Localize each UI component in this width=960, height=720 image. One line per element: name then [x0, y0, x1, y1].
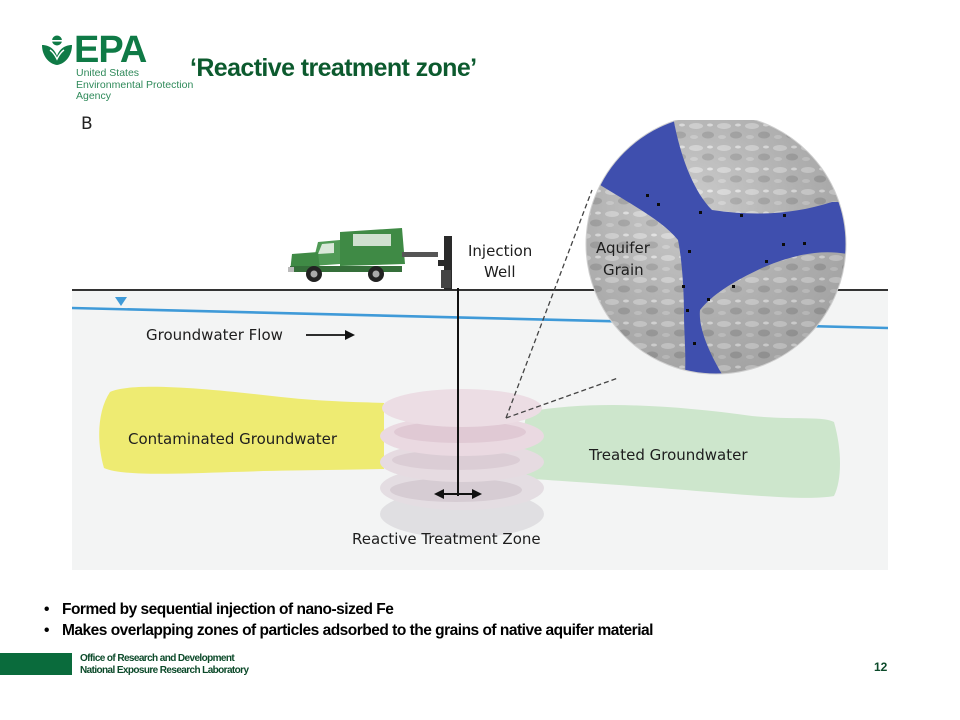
- injection-well-label-line2: Well: [484, 263, 516, 281]
- water-table-icon: [115, 297, 127, 306]
- reactive-treatment-zone-label: Reactive Treatment Zone: [352, 530, 541, 548]
- flow-arrow-icon: [306, 330, 355, 340]
- bullet-list: • Formed by sequential injection of nano-…: [44, 599, 653, 641]
- aquifer-grain-label-line1: Aquifer: [596, 239, 651, 257]
- truck-icon: [288, 228, 438, 282]
- treated-groundwater-label: Treated Groundwater: [588, 446, 748, 464]
- zoom-line-upper: [505, 189, 593, 419]
- magnified-aquifer-view: [586, 120, 846, 374]
- bullet-text: Makes overlapping zones of particles ads…: [62, 622, 653, 639]
- treated-plume: [522, 405, 840, 498]
- slide-title: ‘Reactive treatment zone’: [190, 54, 477, 82]
- panel-label: B: [81, 114, 93, 134]
- reactive-zone-diagram: Groundwater Flow Contaminated Groundwate…: [72, 120, 888, 570]
- injection-well: [438, 236, 459, 496]
- contaminated-groundwater-label: Contaminated Groundwater: [128, 430, 338, 448]
- footer-org-line1: Office of Research and Development: [80, 653, 235, 664]
- bullet-item: • Formed by sequential injection of nano-…: [44, 599, 653, 620]
- contaminated-plume: [99, 386, 384, 474]
- agency-name: United States Environmental Protection A…: [76, 67, 194, 102]
- epa-flower-icon: [42, 35, 72, 65]
- epa-wordmark: EPA: [74, 29, 147, 71]
- treatment-zone-lobes: [380, 389, 544, 538]
- bullet-dot: •: [44, 601, 49, 618]
- injection-well-label-line1: Injection: [468, 242, 532, 260]
- aquifer-grain-label-line2: Grain: [603, 261, 644, 279]
- nano-fe-particles: [646, 194, 806, 345]
- bullet-item: • Makes overlapping zones of particles ad…: [44, 620, 653, 641]
- epa-logo: EPA United States Environmental Protecti…: [40, 29, 220, 114]
- bullet-text: Formed by sequential injection of nano-s…: [62, 601, 394, 618]
- footer-color-bar: [0, 653, 72, 675]
- footer-organization: Office of Research and Development Natio…: [80, 653, 249, 677]
- pore-water: [586, 120, 846, 374]
- bullet-dot: •: [44, 622, 49, 639]
- lateral-spread-arrow-icon: [434, 489, 482, 499]
- zoom-line-lower: [505, 377, 619, 419]
- groundwater-flow-label: Groundwater Flow: [146, 326, 283, 344]
- footer-org-line2: National Exposure Research Laboratory: [80, 665, 249, 676]
- page-number: 12: [874, 660, 888, 674]
